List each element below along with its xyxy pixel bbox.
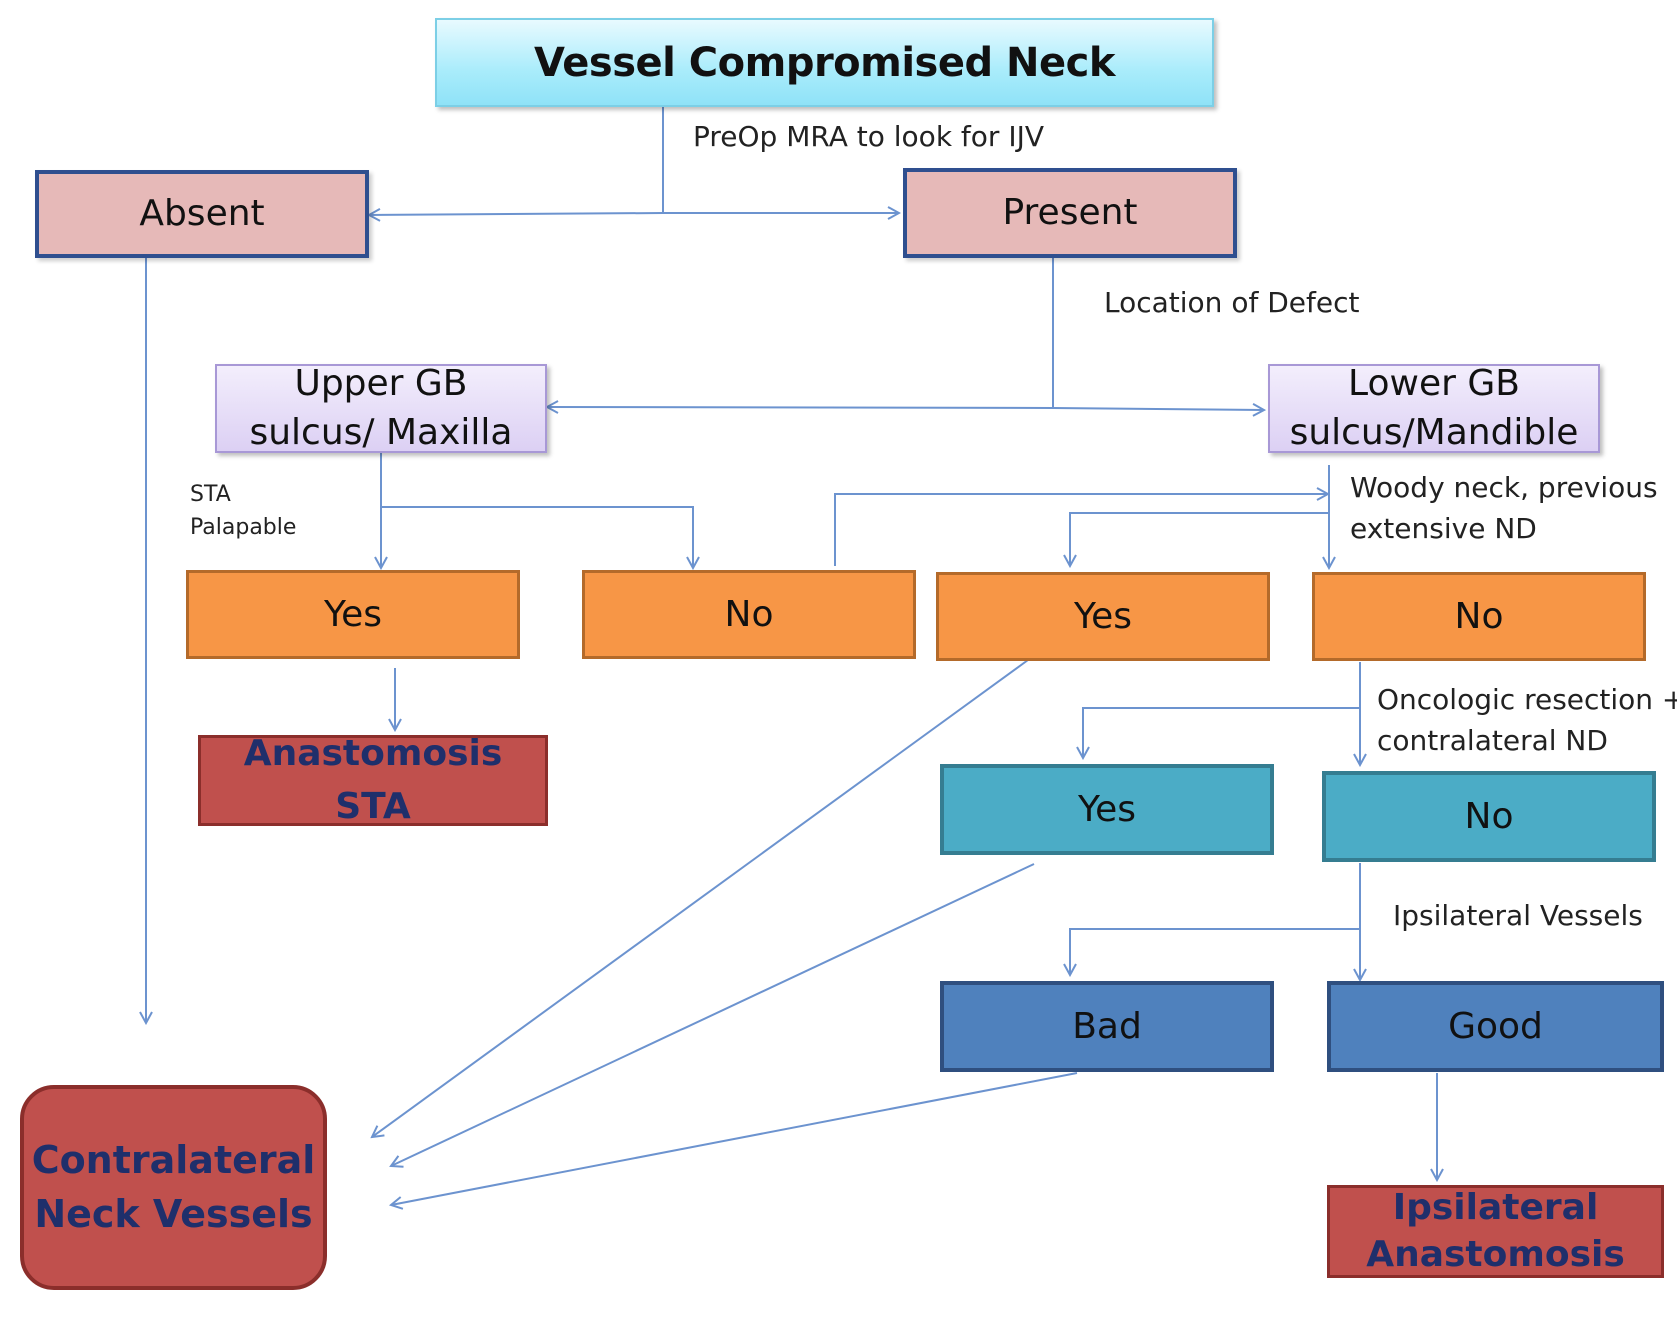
present-box: Present	[903, 168, 1237, 258]
arrow-to-upper-gb	[547, 407, 1054, 408]
woody-line1: Woody neck, previous	[1350, 471, 1658, 504]
ipsilateral-line1: Ipsilateral	[1392, 1186, 1599, 1228]
contralateral-line2: Neck Vessels	[34, 1191, 313, 1236]
good-text: Good	[1448, 1005, 1543, 1047]
woody-line2: extensive ND	[1350, 511, 1537, 545]
oncologic-resection-label: Oncologic resection + contralateral ND	[1377, 680, 1677, 761]
lower-no-box: No	[1312, 572, 1646, 661]
ipsilateral-vessels-label: Ipsilateral Vessels	[1393, 899, 1643, 932]
sta-line2: Palapable	[190, 515, 297, 540]
sta-palpable-label: STA Palapable	[190, 478, 296, 544]
location-of-defect-label: Location of Defect	[1104, 286, 1360, 319]
sta-line1: STA	[190, 482, 231, 507]
bad-box: Bad	[940, 981, 1274, 1072]
upper-gb-box: Upper GB sulcus/ Maxilla	[215, 363, 547, 453]
preop-mra-label: PreOp MRA to look for IJV	[693, 120, 1044, 153]
oncologic-no-text: No	[1464, 795, 1514, 837]
oncologic-yes-text: Yes	[1077, 788, 1137, 830]
contralateral-line1: Contralateral	[31, 1138, 316, 1183]
arrow-lower-to-yes	[1070, 512, 1329, 566]
upper-gb-line2: sulcus/ Maxilla	[249, 411, 513, 453]
upper-yes-box: Yes	[186, 570, 520, 659]
arrow-to-lower-gb	[1052, 408, 1264, 410]
lower-yes-box: Yes	[936, 572, 1270, 661]
lower-no-text: No	[1454, 595, 1504, 637]
title-box: Vessel Compromised Neck	[435, 18, 1214, 107]
absent-text: Absent	[139, 193, 265, 235]
anastomosis-sta-box: Anastomosis STA	[198, 733, 548, 827]
lower-yes-text: Yes	[1073, 595, 1133, 637]
upper-yes-text: Yes	[323, 593, 383, 635]
arrow-to-bad	[1070, 928, 1360, 975]
oncologic-line2: contralateral ND	[1377, 723, 1608, 757]
arrow-onc-yes-to-contralateral	[391, 863, 1035, 1166]
oncologic-line1: Oncologic resection +	[1377, 683, 1677, 716]
absent-box: Absent	[35, 170, 369, 258]
oncologic-yes-box: Yes	[940, 764, 1274, 855]
good-box: Good	[1327, 981, 1664, 1072]
lower-gb-line2: sulcus/Mandible	[1289, 411, 1579, 453]
arrow-bad-to-contralateral	[391, 1072, 1078, 1205]
arrow-upper-no-to-woody	[834, 494, 1328, 566]
ipsilateral-anastomosis-box: Ipsilateral Anastomosis	[1327, 1185, 1664, 1278]
arrow-to-absent	[369, 213, 664, 215]
arrow-lower-yes-to-contralateral	[372, 659, 1029, 1137]
woody-neck-label: Woody neck, previous extensive ND	[1350, 468, 1658, 549]
ipsilateral-line2: Anastomosis	[1366, 1233, 1625, 1275]
anastomosis-sta-text: Anastomosis STA	[243, 733, 503, 827]
upper-gb-line1: Upper GB	[294, 362, 468, 404]
title-text: Vessel Compromised Neck	[534, 39, 1115, 86]
contralateral-neck-vessels-box: Contralateral Neck Vessels	[20, 1085, 327, 1290]
bad-text: Bad	[1072, 1005, 1142, 1047]
upper-no-text: No	[724, 593, 774, 635]
upper-no-box: No	[582, 570, 916, 659]
oncologic-no-box: No	[1322, 771, 1656, 862]
lower-gb-box: Lower GB sulcus/Mandible	[1268, 363, 1600, 453]
arrow-upper-to-no	[381, 506, 693, 568]
present-text: Present	[1002, 192, 1138, 234]
arrow-to-onc-yes	[1083, 707, 1360, 758]
lower-gb-line1: Lower GB	[1348, 362, 1520, 404]
